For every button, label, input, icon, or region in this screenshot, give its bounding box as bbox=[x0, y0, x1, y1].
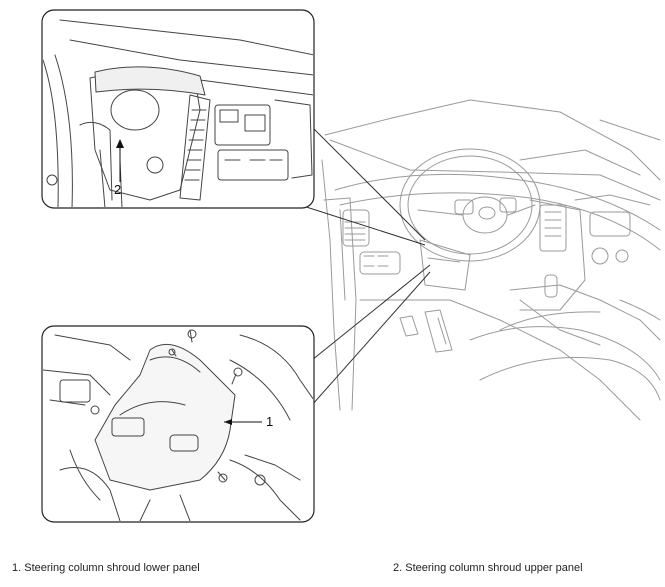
legend-item-upper-panel: 2. Steering column shroud upper panel bbox=[393, 562, 583, 574]
detail-leader-lines bbox=[299, 114, 431, 406]
legend-item-lower-panel: 1. Steering column shroud lower panel bbox=[12, 562, 200, 574]
detail-view-lower-shroud: 1 bbox=[41, 325, 315, 523]
detail-view-upper-shroud: 2 bbox=[41, 9, 315, 209]
callout-number-2: 2 bbox=[114, 182, 121, 197]
callout-number-1: 1 bbox=[266, 414, 273, 429]
car-interior-drawing bbox=[321, 99, 661, 421]
